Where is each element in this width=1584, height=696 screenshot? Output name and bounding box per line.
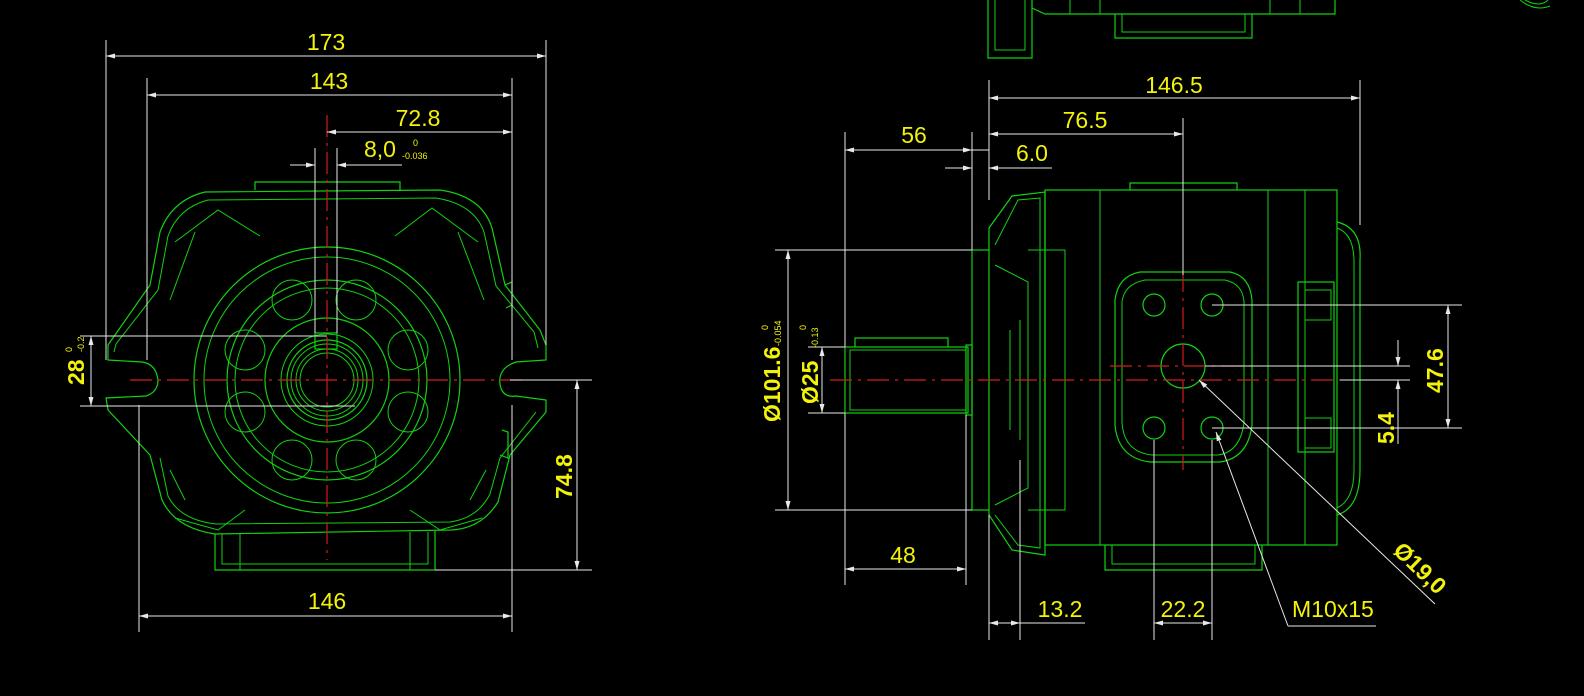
dim-74-8: 74.8 xyxy=(435,379,592,571)
svg-text:Ø101.6: Ø101.6 xyxy=(759,347,785,422)
svg-text:-0.036: -0.036 xyxy=(402,151,428,161)
svg-text:22.2: 22.2 xyxy=(1161,596,1206,622)
svg-text:-0.2: -0.2 xyxy=(76,336,86,352)
dim-146-5: 146.5 xyxy=(988,72,1361,225)
svg-text:Ø25: Ø25 xyxy=(797,360,823,404)
svg-text:0: 0 xyxy=(798,325,808,330)
svg-text:5.4: 5.4 xyxy=(1373,412,1399,444)
dim-6-0: 6.0 xyxy=(945,140,1052,171)
svg-text:M10x15: M10x15 xyxy=(1292,596,1374,622)
svg-text:72.8: 72.8 xyxy=(396,105,441,131)
svg-text:74.8: 74.8 xyxy=(551,454,577,499)
dim-56: 56 xyxy=(844,122,989,347)
front-hole-ring xyxy=(224,279,429,481)
dim-76-5: 76.5 xyxy=(989,107,1184,275)
svg-text:173: 173 xyxy=(307,29,345,55)
front-view: 173 143 72.8 8,0 0 -0.036 xyxy=(63,29,592,632)
svg-text:47.6: 47.6 xyxy=(1422,348,1448,393)
svg-text:13.2: 13.2 xyxy=(1038,596,1083,622)
dim-173: 173 xyxy=(105,29,547,360)
svg-text:6.0: 6.0 xyxy=(1016,140,1048,166)
dim-143: 143 xyxy=(146,68,513,360)
dim-28: 28 0 -0.2 xyxy=(63,335,355,407)
dim-5-4: 5.4 xyxy=(1205,340,1410,444)
svg-text:-0.13: -0.13 xyxy=(810,327,820,348)
svg-text:-0.054: -0.054 xyxy=(773,320,783,346)
svg-text:76.5: 76.5 xyxy=(1063,107,1108,133)
side-view: 146.5 76.5 56 6.0 xyxy=(759,72,1462,640)
dim-22-2: 22.2 xyxy=(1153,440,1213,640)
dim-48: 48 xyxy=(844,413,967,585)
pump-body xyxy=(1044,189,1338,546)
dim-key-8-0: 8,0 0 -0.036 xyxy=(290,136,428,333)
dim-pilot-dia: Ø101.6 0 -0.054 xyxy=(759,249,972,511)
dim-13-2: 13.2 xyxy=(988,460,1085,640)
svg-text:0: 0 xyxy=(413,138,418,148)
dim-47-6: 47.6 xyxy=(1212,304,1462,429)
leader-m10x15: M10x15 xyxy=(1213,431,1376,627)
svg-text:8,0: 8,0 xyxy=(364,136,396,162)
svg-text:56: 56 xyxy=(901,122,927,148)
front-top-tab xyxy=(254,181,401,190)
front-bottom-foot xyxy=(214,530,436,571)
svg-text:28: 28 xyxy=(63,359,89,385)
svg-text:146.5: 146.5 xyxy=(1145,72,1203,98)
svg-text:146: 146 xyxy=(308,588,346,614)
svg-text:0: 0 xyxy=(64,347,74,352)
svg-text:0: 0 xyxy=(760,325,770,330)
top-partial-view xyxy=(987,0,1551,59)
svg-text:143: 143 xyxy=(310,68,348,94)
svg-text:48: 48 xyxy=(890,542,916,568)
front-body-outline xyxy=(105,189,547,535)
port-flange xyxy=(1114,271,1253,463)
dim-146: 146 xyxy=(138,405,513,632)
front-body-inner xyxy=(113,197,539,525)
dim-shaft-dia: Ø25 0 -0.13 xyxy=(797,325,845,414)
dim-72-8: 72.8 xyxy=(327,105,512,135)
